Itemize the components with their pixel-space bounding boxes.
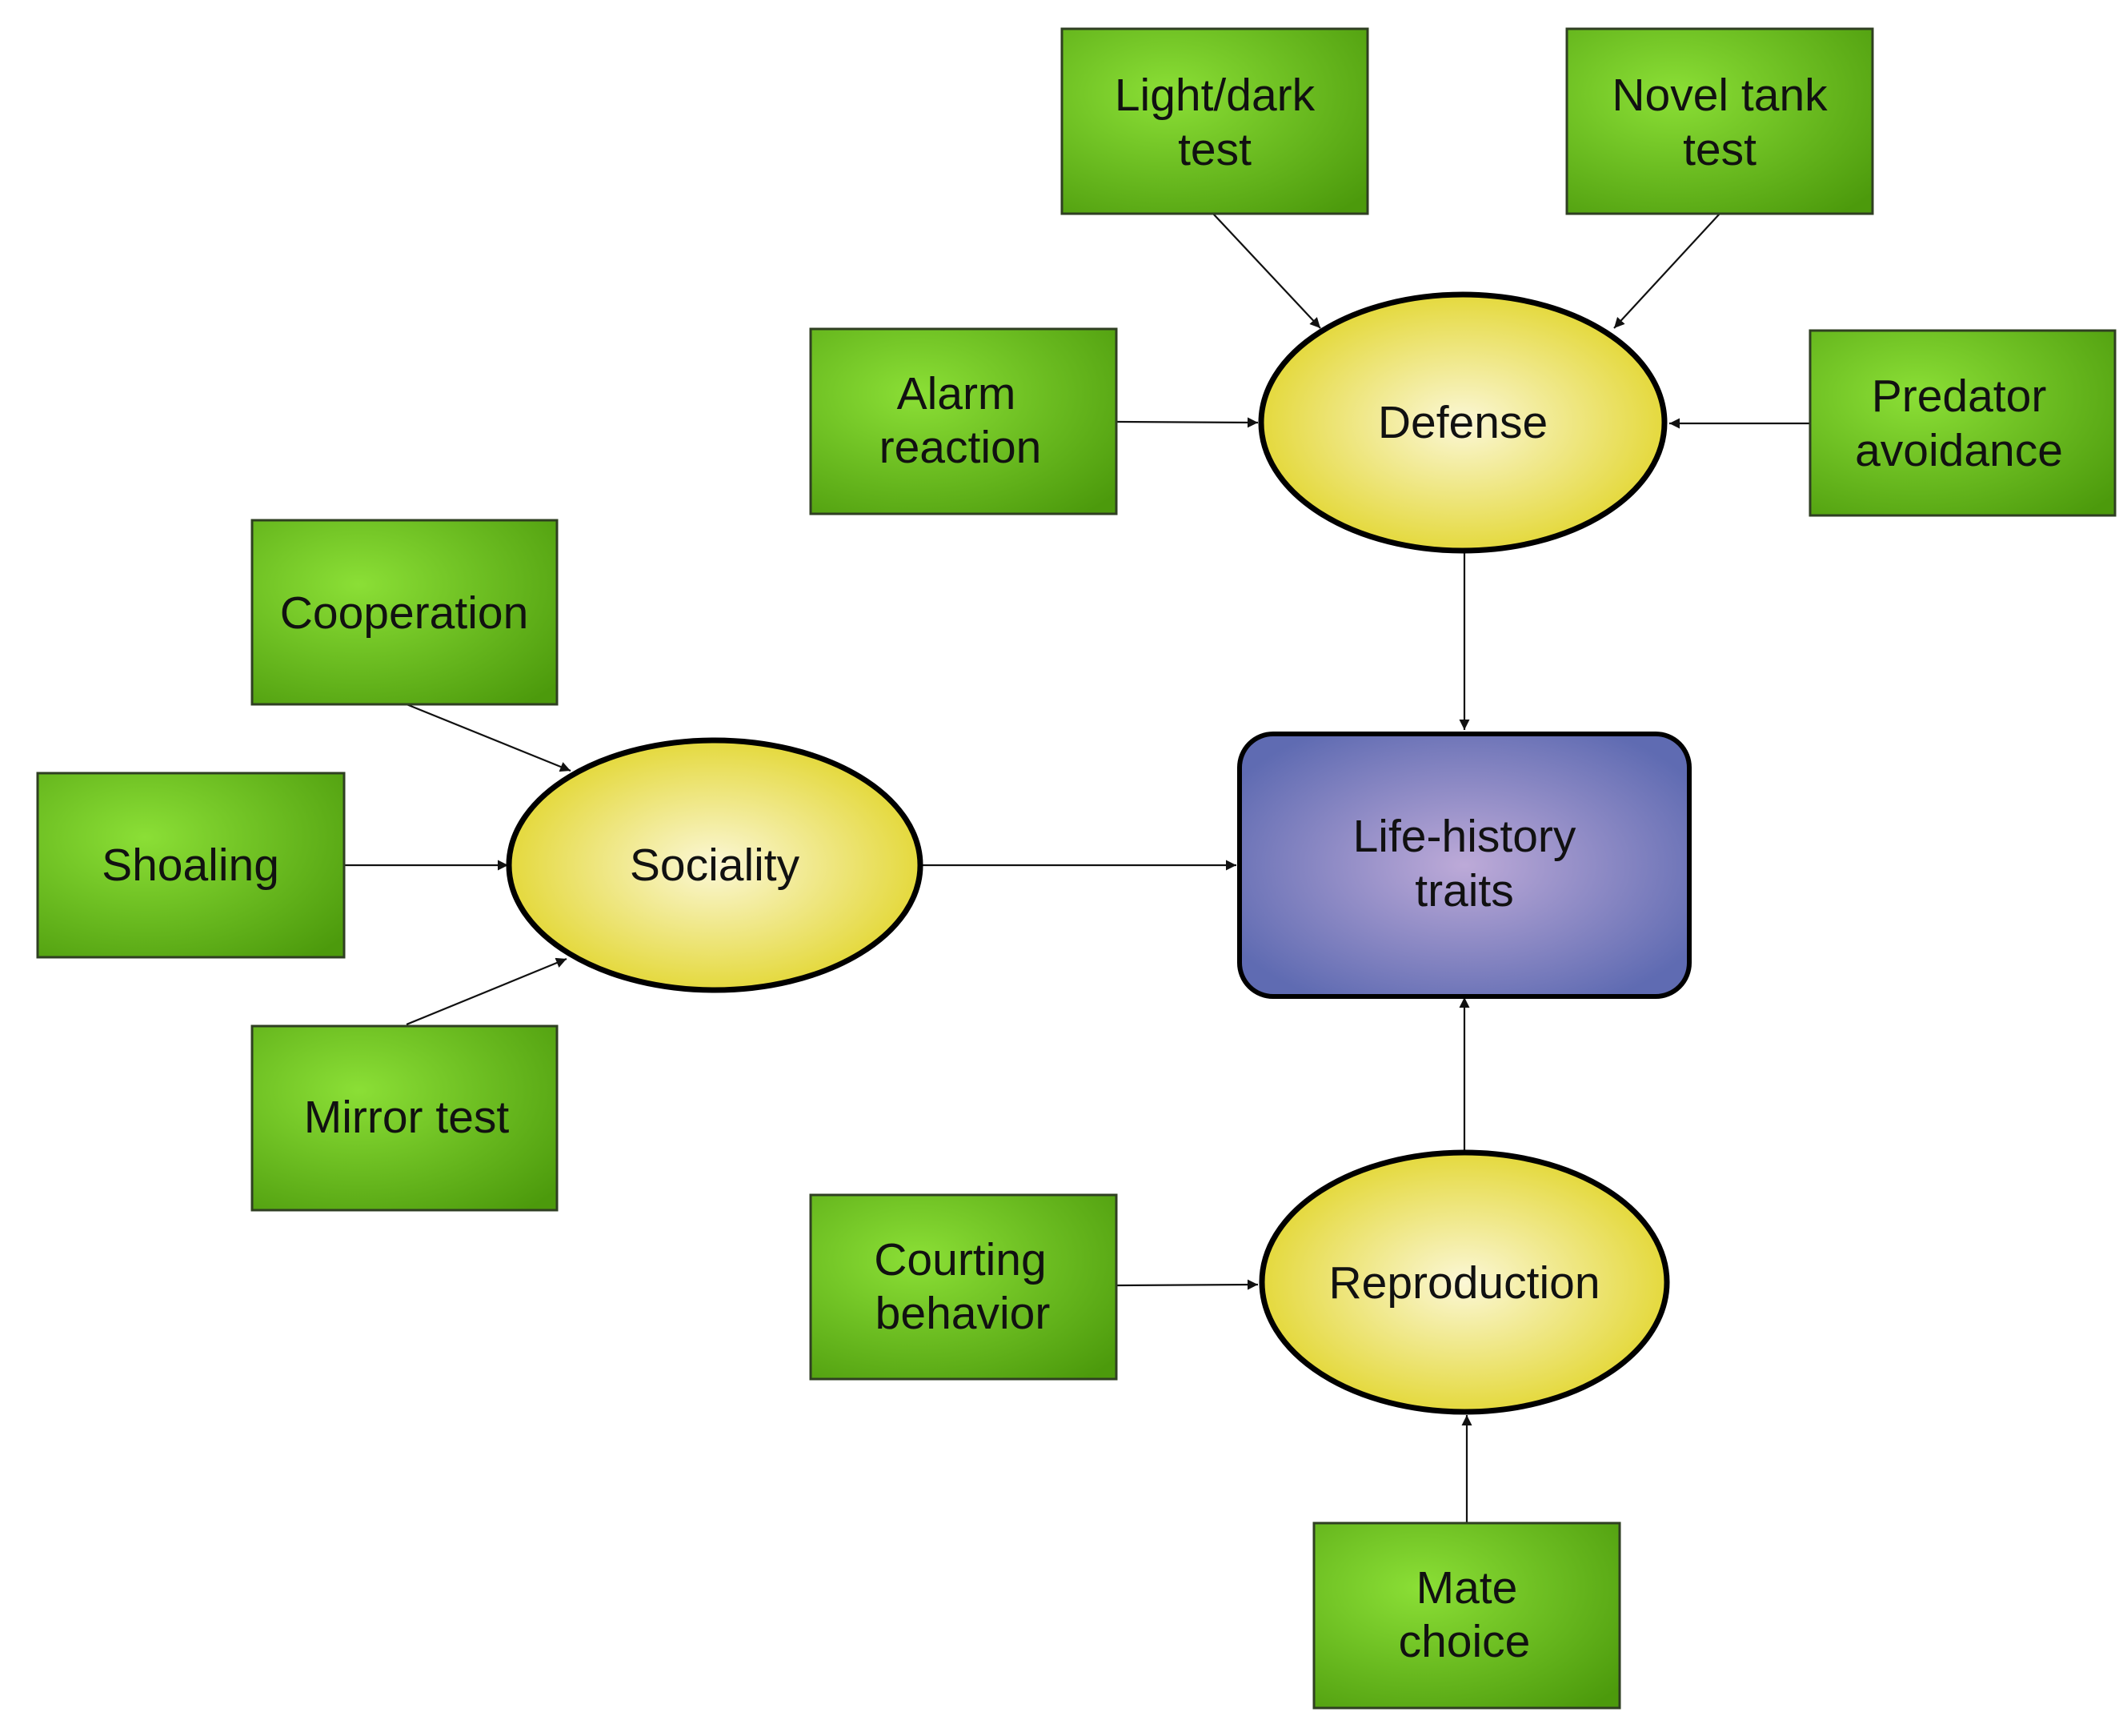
construct-label: Reproduction <box>1328 1257 1600 1309</box>
measure-label-line1: Mate <box>1416 1562 1518 1614</box>
construct-ellipse <box>1258 291 1668 554</box>
construct-ellipse <box>1259 1149 1670 1415</box>
measure-box <box>1809 329 2117 517</box>
edge-noveltank-to-defense <box>1613 213 1720 329</box>
construct-reproduction: Reproduction <box>1259 1149 1670 1415</box>
measure-predator-avoidance: Predator avoidance <box>1809 329 2117 517</box>
measure-label-line1: Light/dark <box>1115 70 1316 121</box>
measure-box <box>250 1024 559 1212</box>
measure-label-line2: reaction <box>879 422 1042 473</box>
measure-mirror-test: Mirror test <box>250 1024 559 1212</box>
outcome-label-line2: traits <box>1415 865 1514 916</box>
measure-label-line2: test <box>1683 124 1756 175</box>
measure-label-line1: Courting <box>874 1234 1046 1285</box>
measure-label-line2: choice <box>1399 1616 1531 1667</box>
measure-label-line2: avoidance <box>1855 425 2063 476</box>
measure-light-dark-test: Light/dark test <box>1060 27 1369 215</box>
measure-box <box>250 519 559 706</box>
measure-label-line1: Cooperation <box>280 587 529 639</box>
edge-lightdark-to-defense <box>1212 213 1321 329</box>
measure-label-line2: test <box>1178 124 1252 175</box>
edges <box>344 213 1810 1522</box>
measure-box <box>809 1193 1118 1381</box>
outcome-life-history-traits: Life-history traits <box>1237 732 1692 999</box>
measure-box <box>1312 1522 1621 1710</box>
outcome-label-line1: Life-history <box>1353 811 1576 862</box>
measure-label-line1: Mirror test <box>304 1092 510 1143</box>
construct-label: Defense <box>1378 397 1548 448</box>
measure-box <box>1565 27 1874 215</box>
measure-label-line1: Alarm <box>897 368 1016 419</box>
measure-label-line1: Predator <box>1872 371 2047 422</box>
construct-ellipse <box>506 737 923 993</box>
edge-mirror-to-sociality <box>406 957 567 1026</box>
measure-box <box>36 772 346 959</box>
measure-label-line1: Novel tank <box>1612 70 1828 121</box>
construct-sociality: Sociality <box>506 737 923 993</box>
measure-novel-tank-test: Novel tank test <box>1565 27 1874 215</box>
measure-box <box>809 327 1118 515</box>
construct-defense: Defense <box>1258 291 1668 554</box>
measure-label-line1: Shoaling <box>102 840 279 891</box>
measure-shoaling: Shoaling <box>36 772 346 959</box>
construct-label: Sociality <box>630 840 800 891</box>
measure-box <box>1060 27 1369 215</box>
outcome-box <box>1237 732 1692 999</box>
measure-courting-behavior: Courting behavior <box>809 1193 1118 1381</box>
edge-alarm-to-defense <box>1116 417 1259 428</box>
edge-cooperation-to-sociality <box>406 703 571 772</box>
measure-alarm-reaction: Alarm reaction <box>809 327 1118 515</box>
measure-label-line2: behavior <box>875 1288 1051 1339</box>
measure-mate-choice: Mate choice <box>1312 1522 1621 1710</box>
measure-cooperation: Cooperation <box>250 519 559 706</box>
